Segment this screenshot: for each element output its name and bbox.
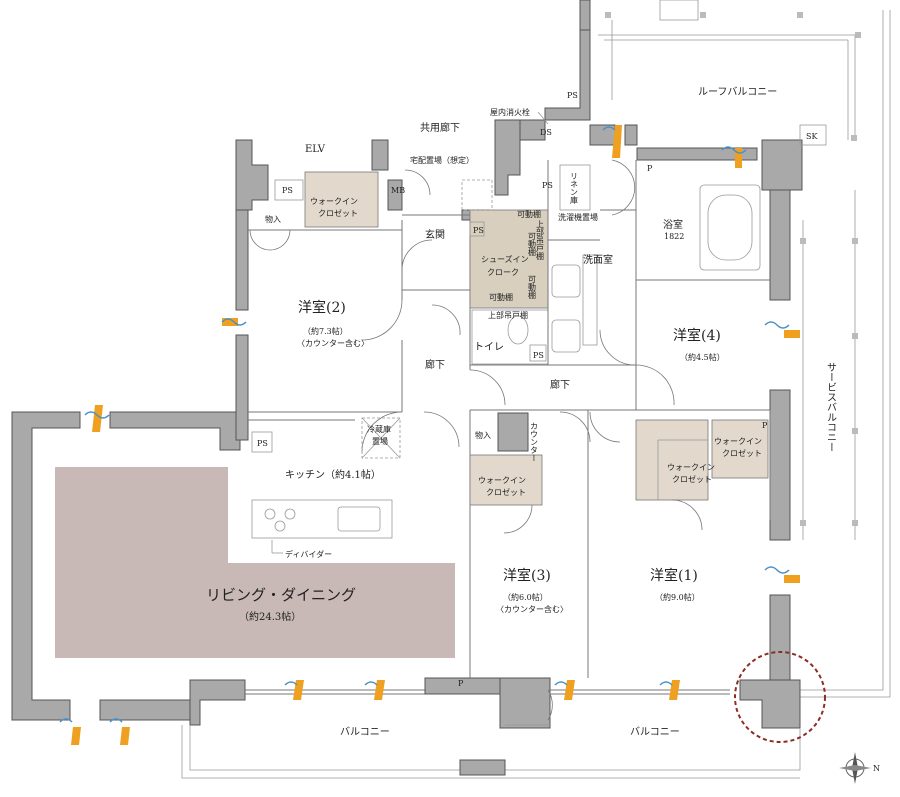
room-3-name: 洋室(3) (503, 567, 551, 584)
upper-cabinet-2: 上部吊戸棚 (488, 310, 528, 320)
linen-label: リネン庫 (570, 172, 579, 205)
walkin-closet-label-1b: クロゼット (318, 208, 358, 218)
stove-icon (264, 508, 296, 532)
room-2-name: 洋室(2) (298, 299, 346, 316)
washer-space-label: 洗濯機置場 (558, 212, 598, 222)
balcony: バルコニー バルコニー (181, 724, 801, 779)
walkin-closet-label-1a: ウォークイン (310, 197, 358, 206)
delivery-box-label: 宅配置場（想定） (410, 155, 474, 165)
service-balcony-label: サービスバルコニー (825, 362, 837, 452)
room-4-size: （約4.5帖） (680, 352, 725, 362)
mb-label: MB (391, 186, 405, 195)
ps-label-4: PS (473, 226, 484, 235)
service-balcony: サービスバルコニー (800, 10, 891, 698)
balcony-label-left: バルコニー (340, 726, 390, 738)
svg-text:N: N (873, 764, 880, 773)
storage-label-2: 物入 (475, 430, 491, 440)
room-3-note: 〈カウンター含む〉 (496, 604, 568, 614)
shoes-cloak-label-b: クローク (487, 268, 519, 277)
shoes-cloak-label-a: シューズイン (481, 254, 529, 264)
bathroom-label: 浴室 (663, 218, 683, 231)
ps-label-3: PS (542, 181, 553, 190)
bathtub-icon (707, 194, 753, 261)
fridge-label-b: 置場 (372, 436, 388, 446)
upper-cabinet-1: 上部吊戸棚 (536, 220, 545, 261)
living-dining-size: （約24.3帖） (239, 610, 301, 623)
counter-label: カウンター (530, 422, 539, 462)
washroom-label: 洗面室 (583, 253, 613, 266)
fridge-label-a: 冷蔵庫 (367, 424, 391, 434)
corridor-label-1: 廊下 (425, 358, 445, 371)
toilet-label: トイレ (474, 342, 504, 353)
ps-label-2: PS (282, 186, 293, 195)
ps-label-6: PS (257, 439, 268, 448)
movable-shelf-1: 可動棚 (517, 209, 541, 219)
storage-label-1: 物入 (265, 214, 281, 224)
sink-icon (337, 506, 381, 532)
divider-label: ディバイダー (285, 549, 332, 559)
bath-size-label: 1822 (664, 232, 684, 241)
movable-shelf-4: 可動棚 (528, 232, 537, 257)
indoor-hydrant-label: 屋内消火栓 (490, 107, 530, 117)
ds-label: DS (540, 128, 552, 137)
ps-label-5: PS (533, 351, 544, 360)
walkin-closet-label-4a: ウォークイン (714, 437, 762, 446)
compass-icon: N (839, 752, 880, 784)
room-4-name: 洋室(4) (673, 327, 721, 344)
walkin-closet-label-2a: ウォークイン (478, 476, 526, 485)
exterior-walls (11, 0, 803, 729)
doors (249, 159, 703, 721)
room-labels: 洋室(2) （約7.3帖） 〈カウンター含む〉 洋室(4) （約4.5帖） 洋室… (297, 299, 725, 614)
living-dining-label: リビング・ダイニング (206, 586, 356, 604)
balcony-label-right: バルコニー (630, 726, 680, 738)
p-label-3: P (458, 679, 464, 688)
walkin-closet-label-4b: クロゼット (722, 448, 762, 458)
room-1-name: 洋室(1) (650, 567, 698, 584)
window-airflow-icon (59, 125, 800, 745)
fixtures (251, 124, 827, 539)
labels: 屋内消火栓 PS DS 共用廊下 宅配置場（想定） ELV MB SK PS P… (206, 91, 818, 688)
walkin-closet-label-3b: クロゼット (672, 474, 712, 484)
interior-walls (248, 160, 771, 678)
room-2-size: （約7.3帖） (303, 326, 348, 336)
p-label-1: P (647, 164, 653, 173)
living-dining-floor (55, 467, 455, 658)
walkin-closet-label-2b: クロゼット (486, 487, 526, 497)
elv-label: ELV (305, 144, 326, 155)
room-1-size: （約9.0帖） (655, 592, 700, 602)
roof-balcony-label: ルーフバルコニー (698, 86, 777, 98)
movable-shelf-2: 可動棚 (489, 292, 513, 302)
corridor-label-2: 廊下 (550, 378, 570, 391)
highlight-circle (734, 651, 826, 743)
entrance-label: 玄関 (425, 228, 445, 241)
common-corridor-label: 共用廊下 (420, 121, 460, 134)
ps-label-1: PS (567, 91, 578, 100)
sk-label: SK (806, 132, 818, 141)
room-2-note: 〈カウンター含む〉 (297, 338, 369, 348)
walkin-closet-label-3a: ウォークイン (667, 463, 715, 472)
roof-balcony: ルーフバルコニー (598, 0, 861, 141)
room-3-size: （約6.0帖） (503, 592, 548, 602)
p-label-2: P (762, 421, 768, 430)
closets (304, 171, 769, 506)
movable-shelf-3: 可動棚 (528, 275, 537, 300)
kitchen-label: キッチン（約4.1帖） (285, 468, 381, 481)
